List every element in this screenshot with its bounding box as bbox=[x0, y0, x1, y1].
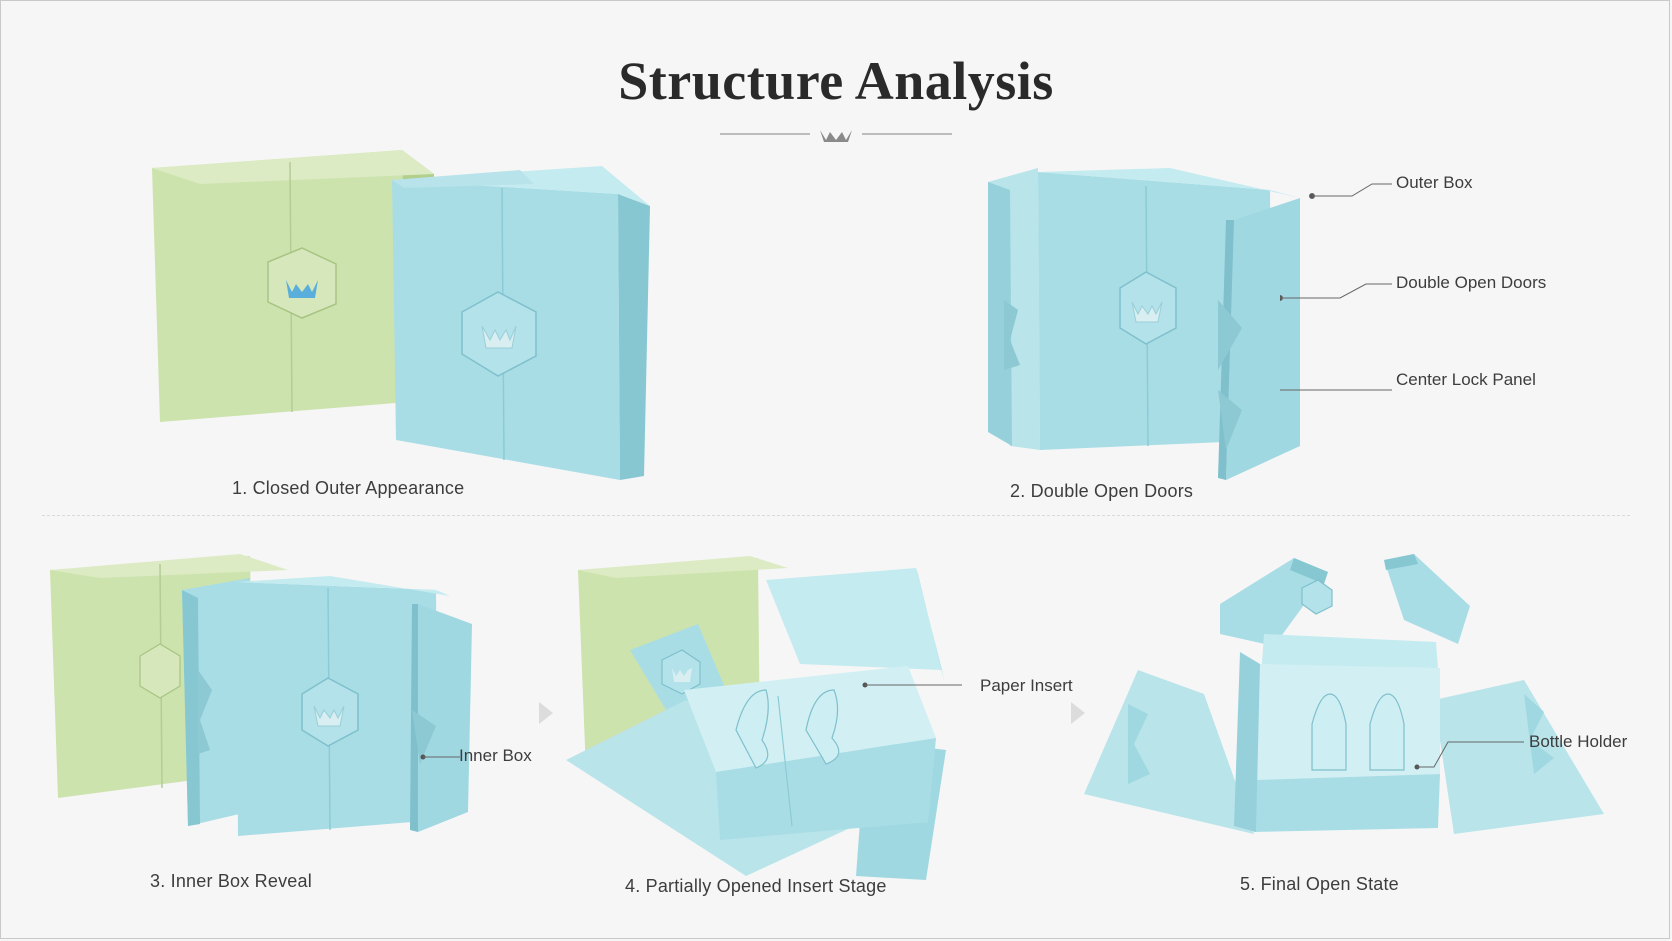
crown-logo-icon bbox=[313, 705, 345, 727]
step-1-caption: 1. Closed Outer Appearance bbox=[232, 478, 465, 498]
crown-icon bbox=[820, 130, 852, 142]
crown-logo-icon bbox=[481, 325, 517, 349]
step-3-illustration bbox=[50, 554, 472, 836]
teal-box bbox=[392, 166, 650, 480]
callout-center-lock-panel: Center Lock Panel bbox=[1396, 370, 1536, 389]
step-4-illustration bbox=[566, 556, 946, 880]
step-5-callout-line bbox=[1414, 741, 1524, 770]
step-5-caption: 5. Final Open State bbox=[1240, 874, 1399, 894]
step-1-illustration bbox=[152, 150, 650, 480]
crown-logo-icon bbox=[286, 280, 318, 298]
chevron-right-icon bbox=[539, 702, 553, 724]
callout-outer-box: Outer Box bbox=[1396, 173, 1473, 192]
step-4-caption: 4. Partially Opened Insert Stage bbox=[625, 876, 887, 896]
page-title: Structure Analysis bbox=[618, 51, 1054, 111]
chevron-right-icon bbox=[1071, 702, 1085, 724]
step-2-illustration bbox=[988, 168, 1300, 480]
step-3-callout-line bbox=[420, 754, 460, 760]
callout-paper-insert: Paper Insert bbox=[980, 676, 1073, 695]
callout-bottle-holder: Bottle Holder bbox=[1529, 732, 1628, 751]
section-divider bbox=[42, 515, 1630, 516]
step-3-caption: 3. Inner Box Reveal bbox=[150, 871, 312, 891]
title-ornament bbox=[720, 130, 952, 142]
step-2-caption: 2. Double Open Doors bbox=[1010, 481, 1194, 501]
step-5-illustration bbox=[1084, 554, 1604, 834]
callout-double-open-doors: Double Open Doors bbox=[1396, 273, 1547, 292]
crown-logo-icon bbox=[1131, 301, 1163, 323]
crown-logo-icon bbox=[672, 668, 692, 682]
callout-inner-box: Inner Box bbox=[459, 746, 532, 765]
green-box bbox=[152, 150, 436, 422]
step-4-callout-line bbox=[862, 682, 962, 688]
step-2-callout-lines bbox=[1280, 183, 1392, 391]
